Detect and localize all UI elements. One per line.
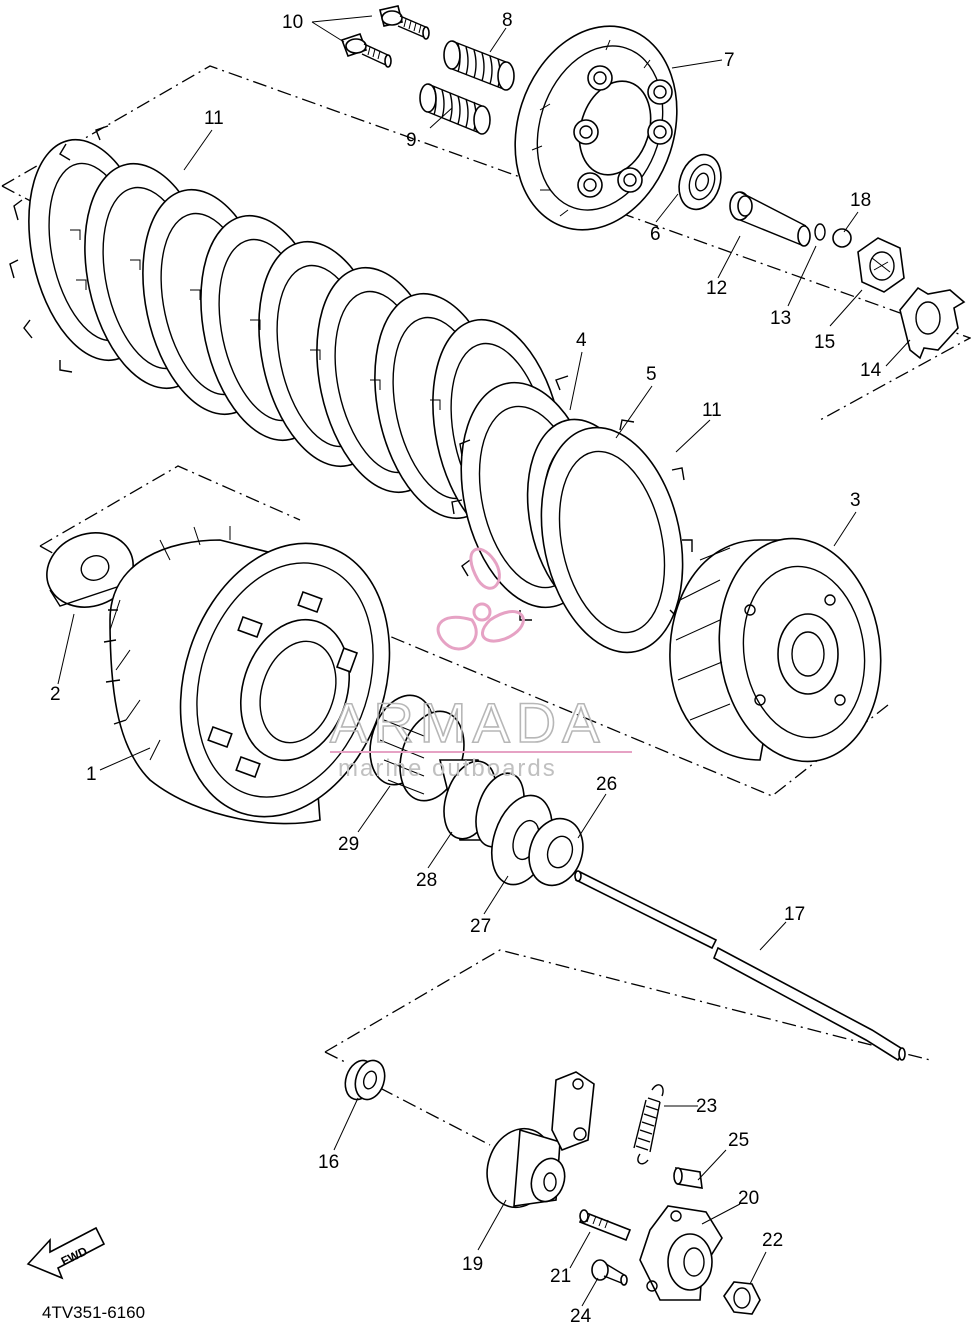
- part-label-5: 5: [646, 364, 657, 385]
- part-label-11-upper: 11: [204, 108, 224, 129]
- part-label-15: 15: [814, 332, 835, 353]
- push-lever-shaft-part-19: [486, 1071, 595, 1209]
- part-label-24: 24: [570, 1306, 592, 1326]
- assembly-frame-middle: [39, 465, 889, 797]
- part-label-13: 13: [770, 308, 791, 329]
- part-label-20: 20: [738, 1188, 759, 1209]
- part-label-6: 6: [650, 224, 661, 245]
- push-rod-part-17: [574, 870, 906, 1062]
- part-label-14: 14: [860, 360, 882, 381]
- assembly-frame-lower: [324, 949, 931, 1146]
- lock-washer-part-14: [899, 286, 966, 360]
- dowel-pin-part-25: [673, 1167, 703, 1189]
- part-label-12: 12: [706, 278, 727, 299]
- part-label-26: 26: [596, 774, 617, 795]
- o-ring-part-13: [814, 223, 826, 241]
- part-label-2: 2: [50, 684, 61, 705]
- friction-plate-part-11-front: [540, 419, 693, 654]
- part-label-21: 21: [550, 1266, 571, 1287]
- spring-part-9: [419, 83, 491, 135]
- clutch-boss-part-3: [669, 537, 882, 763]
- part-label-1: 1: [86, 764, 97, 785]
- washer-part-26: [528, 817, 584, 887]
- watermark-brand: ARMADA: [330, 691, 606, 754]
- part-label-28: 28: [416, 870, 437, 891]
- part-label-17: 17: [784, 904, 805, 925]
- push-lever-base-part-20: [639, 1205, 723, 1301]
- part-label-9: 9: [406, 130, 417, 151]
- part-label-3: 3: [850, 490, 861, 511]
- part-label-22: 22: [762, 1230, 783, 1251]
- part-label-19: 19: [462, 1254, 483, 1275]
- part-label-7: 7: [724, 50, 735, 71]
- part-label-16: 16: [318, 1152, 339, 1173]
- bolt-part-10-lower: [340, 32, 392, 68]
- part-label-8: 8: [502, 10, 513, 31]
- fwd-arrow-icon: FWD: [26, 1226, 106, 1280]
- oil-seal-part-16: [344, 1059, 386, 1101]
- friction-plate-stack-part-11: [9, 125, 564, 546]
- pressure-plate-part-7: [514, 25, 678, 231]
- watermark-tagline: marine outboards: [338, 755, 557, 782]
- push-rod-part-12: [729, 191, 811, 247]
- armada-logo-icon: [436, 547, 525, 651]
- thrust-washer-part-2: [46, 532, 134, 608]
- nut-part-15: [857, 237, 905, 293]
- leader-lines: [57, 15, 911, 1307]
- bearing-part-6: [678, 153, 722, 211]
- part-label-29: 29: [338, 834, 359, 855]
- part-label-25: 25: [728, 1130, 749, 1151]
- diagram-code: 4TV351-6160: [42, 1303, 145, 1322]
- part-label-18: 18: [850, 190, 871, 211]
- stud-bolt-part-21: [578, 1209, 632, 1242]
- ball-part-18: [832, 228, 852, 248]
- part-label-4: 4: [576, 330, 587, 351]
- bolt-part-10-upper: [379, 5, 430, 40]
- clutch-housing-part-1: [103, 526, 391, 825]
- spring-part-23: [633, 1084, 664, 1165]
- screw-part-24: [591, 1259, 628, 1286]
- spring-part-8: [443, 40, 515, 91]
- nut-part-22: [723, 1281, 761, 1315]
- part-label-27: 27: [470, 916, 491, 937]
- part-label-23: 23: [696, 1096, 717, 1117]
- part-label-11-lower: 11: [702, 400, 722, 421]
- part-label-10: 10: [282, 12, 303, 33]
